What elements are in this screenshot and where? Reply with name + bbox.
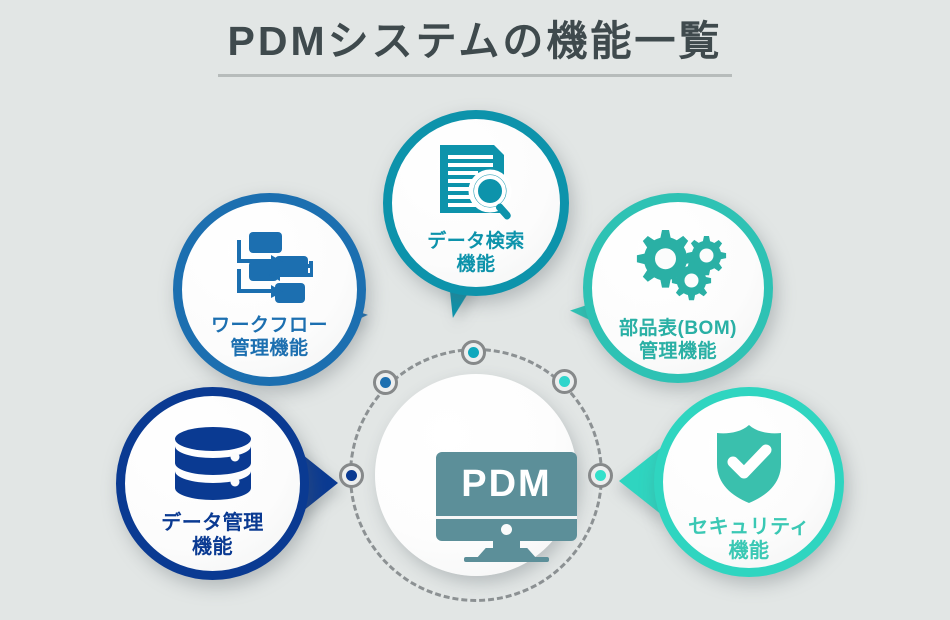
page-title-text: PDMシステムの機能一覧	[217, 16, 733, 78]
feature-bubble-data[interactable]: データ管理 機能	[116, 387, 309, 580]
feature-bubble-search[interactable]: データ検索 機能	[383, 110, 569, 296]
center-circle[interactable]: PDM	[375, 374, 577, 576]
monitor-divider	[436, 516, 577, 519]
feature-bubble-security[interactable]: セキュリティ 機能	[654, 387, 844, 577]
shield-check-icon	[713, 424, 785, 509]
feature-label-data: データ管理 機能	[161, 512, 264, 559]
workflow-diagram-icon	[227, 231, 315, 310]
monitor-base	[464, 557, 549, 562]
connector-node-left	[339, 463, 364, 488]
monitor-power-dot	[501, 524, 512, 535]
monitor-neck	[493, 541, 520, 552]
center-hub: PDM	[345, 344, 607, 606]
connector-node-top	[461, 340, 486, 365]
center-label: PDM	[461, 463, 552, 505]
feature-label-security: セキュリティ 機能	[688, 516, 810, 563]
connector-node-upper-right	[552, 369, 577, 394]
monitor-icon: PDM	[436, 452, 577, 562]
monitor-screen: PDM	[436, 452, 577, 541]
feature-bubble-workflow[interactable]: ワークフロー 管理機能	[173, 193, 366, 386]
database-icon	[171, 426, 255, 505]
connector-node-right	[588, 463, 613, 488]
page-title: PDMシステムの機能一覧	[0, 16, 950, 78]
feature-label-search: データ検索 機能	[427, 231, 525, 276]
feature-label-bom: 部品表(BOM) 管理機能	[619, 318, 737, 363]
monitor-stand	[476, 548, 537, 559]
feature-bubble-bom[interactable]: 部品表(BOM) 管理機能	[583, 193, 773, 383]
connector-node-upper-left	[373, 370, 398, 395]
feature-label-workflow: ワークフロー 管理機能	[210, 315, 328, 360]
gears-icon	[626, 228, 730, 313]
document-search-icon	[436, 143, 516, 226]
